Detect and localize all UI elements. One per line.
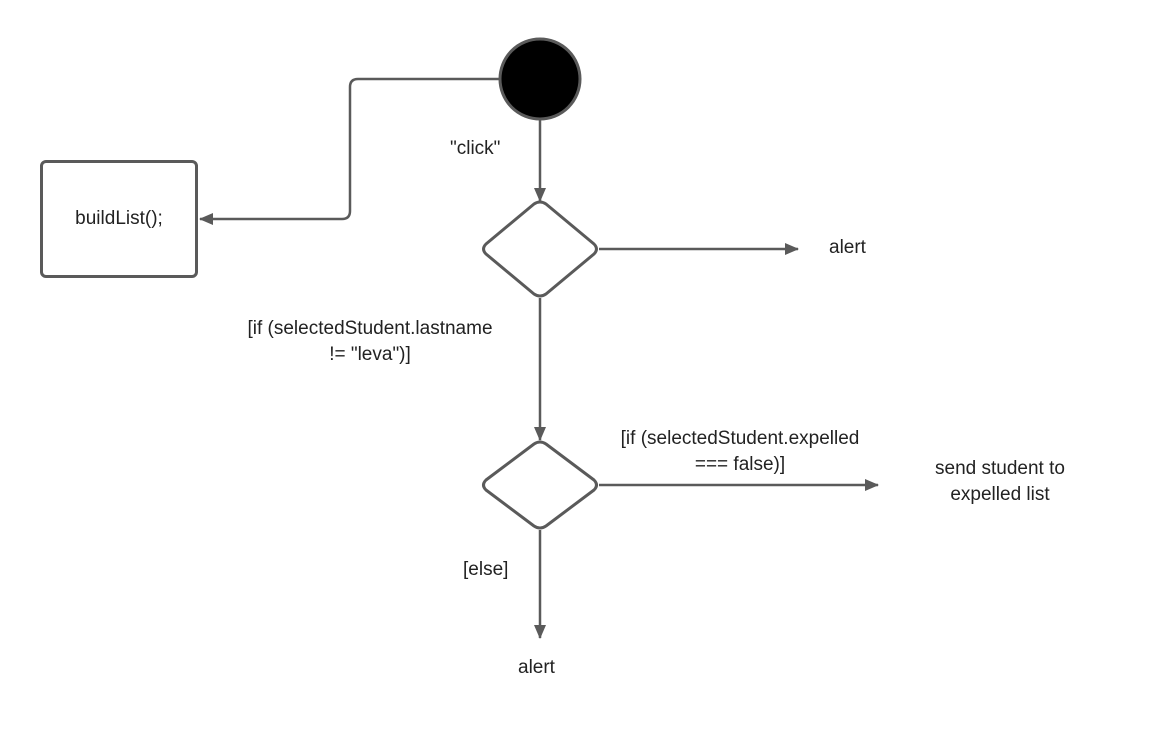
expelled-guard-line-2: === false)] [694, 454, 786, 475]
lastname-guard-label: [if (selectedStudent.lastname != "leva")… [220, 316, 520, 368]
alert-bottom-label: alert [518, 657, 555, 678]
click-event-label: "click" [450, 138, 501, 159]
decision-node-1 [482, 200, 598, 298]
start-node [498, 37, 582, 121]
send-to-expelled-line-2: expelled list [950, 484, 1050, 505]
alert-right-label: alert [829, 237, 866, 258]
buildlist-action-label: buildList(); [75, 208, 163, 229]
decision-node-2 [482, 440, 598, 530]
send-to-expelled-line-1: send student to [935, 458, 1065, 479]
send-to-expelled-label: send student to expelled list [900, 456, 1100, 508]
lastname-guard-line-2: != "leva")] [329, 344, 411, 365]
expelled-guard-line-1: [if (selectedStudent.expelled [620, 428, 860, 449]
start-to-buildlist-connector [199, 77, 500, 225]
lastname-guard-line-1: [if (selectedStudent.lastname [247, 318, 493, 339]
buildlist-action-node: buildList(); [40, 160, 198, 278]
expelled-guard-label: [if (selectedStudent.expelled === false)… [590, 426, 890, 478]
else-guard-label: [else] [463, 559, 509, 580]
